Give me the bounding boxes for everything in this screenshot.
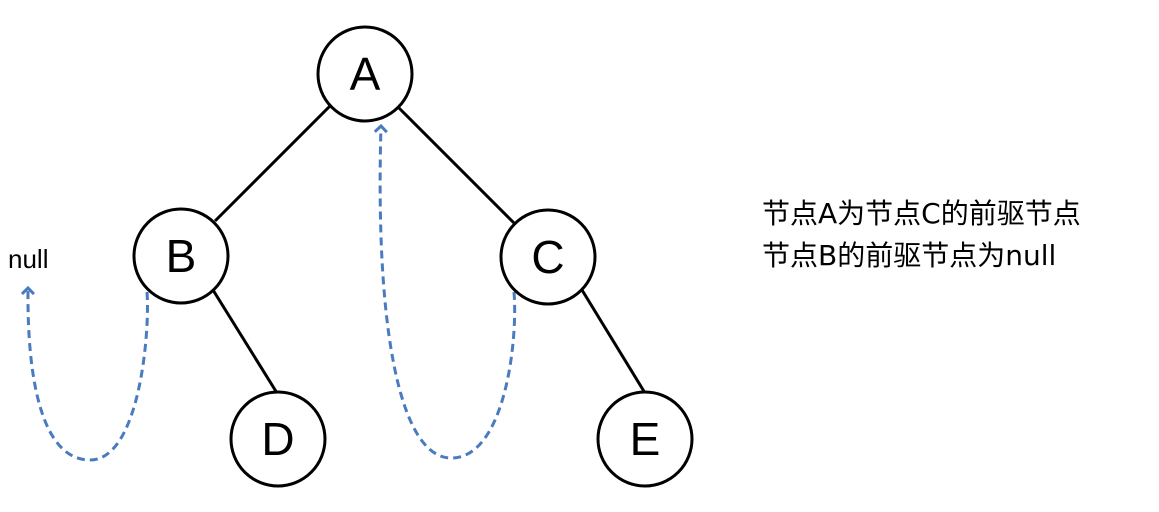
node-e-circle	[596, 390, 694, 488]
note-line-2: 节点B的前驱节点为null	[762, 239, 1057, 272]
node-b-circle	[132, 207, 230, 305]
null-label: null	[8, 244, 48, 274]
edge-b-d	[211, 289, 279, 394]
node-a: A	[316, 25, 414, 123]
node-d-circle	[229, 390, 327, 488]
node-b-label: B	[166, 230, 197, 282]
node-d-label: D	[261, 413, 294, 465]
node-e-label: E	[630, 413, 661, 465]
predecessor-arrows	[28, 126, 517, 462]
node-c-circle	[499, 208, 597, 306]
note-line-1: 节点A为节点C的前驱节点	[762, 197, 1081, 230]
edge-c-e	[580, 289, 647, 394]
edge-a-b	[213, 103, 333, 223]
notes-panel: 节点A为节点C的前驱节点 节点B的前驱节点为null	[762, 193, 1081, 277]
node-a-circle	[316, 25, 414, 123]
node-a-label: A	[350, 48, 381, 100]
node-d: D	[229, 390, 327, 488]
predecessor-arrow-c-to-a	[380, 126, 517, 460]
edge-a-c	[396, 105, 516, 225]
node-e: E	[596, 390, 694, 488]
tree-edges	[211, 103, 647, 394]
predecessor-arrow-b-to-null	[28, 288, 149, 462]
node-b: B	[132, 207, 230, 305]
node-c: C	[499, 208, 597, 306]
node-c-label: C	[531, 231, 564, 283]
